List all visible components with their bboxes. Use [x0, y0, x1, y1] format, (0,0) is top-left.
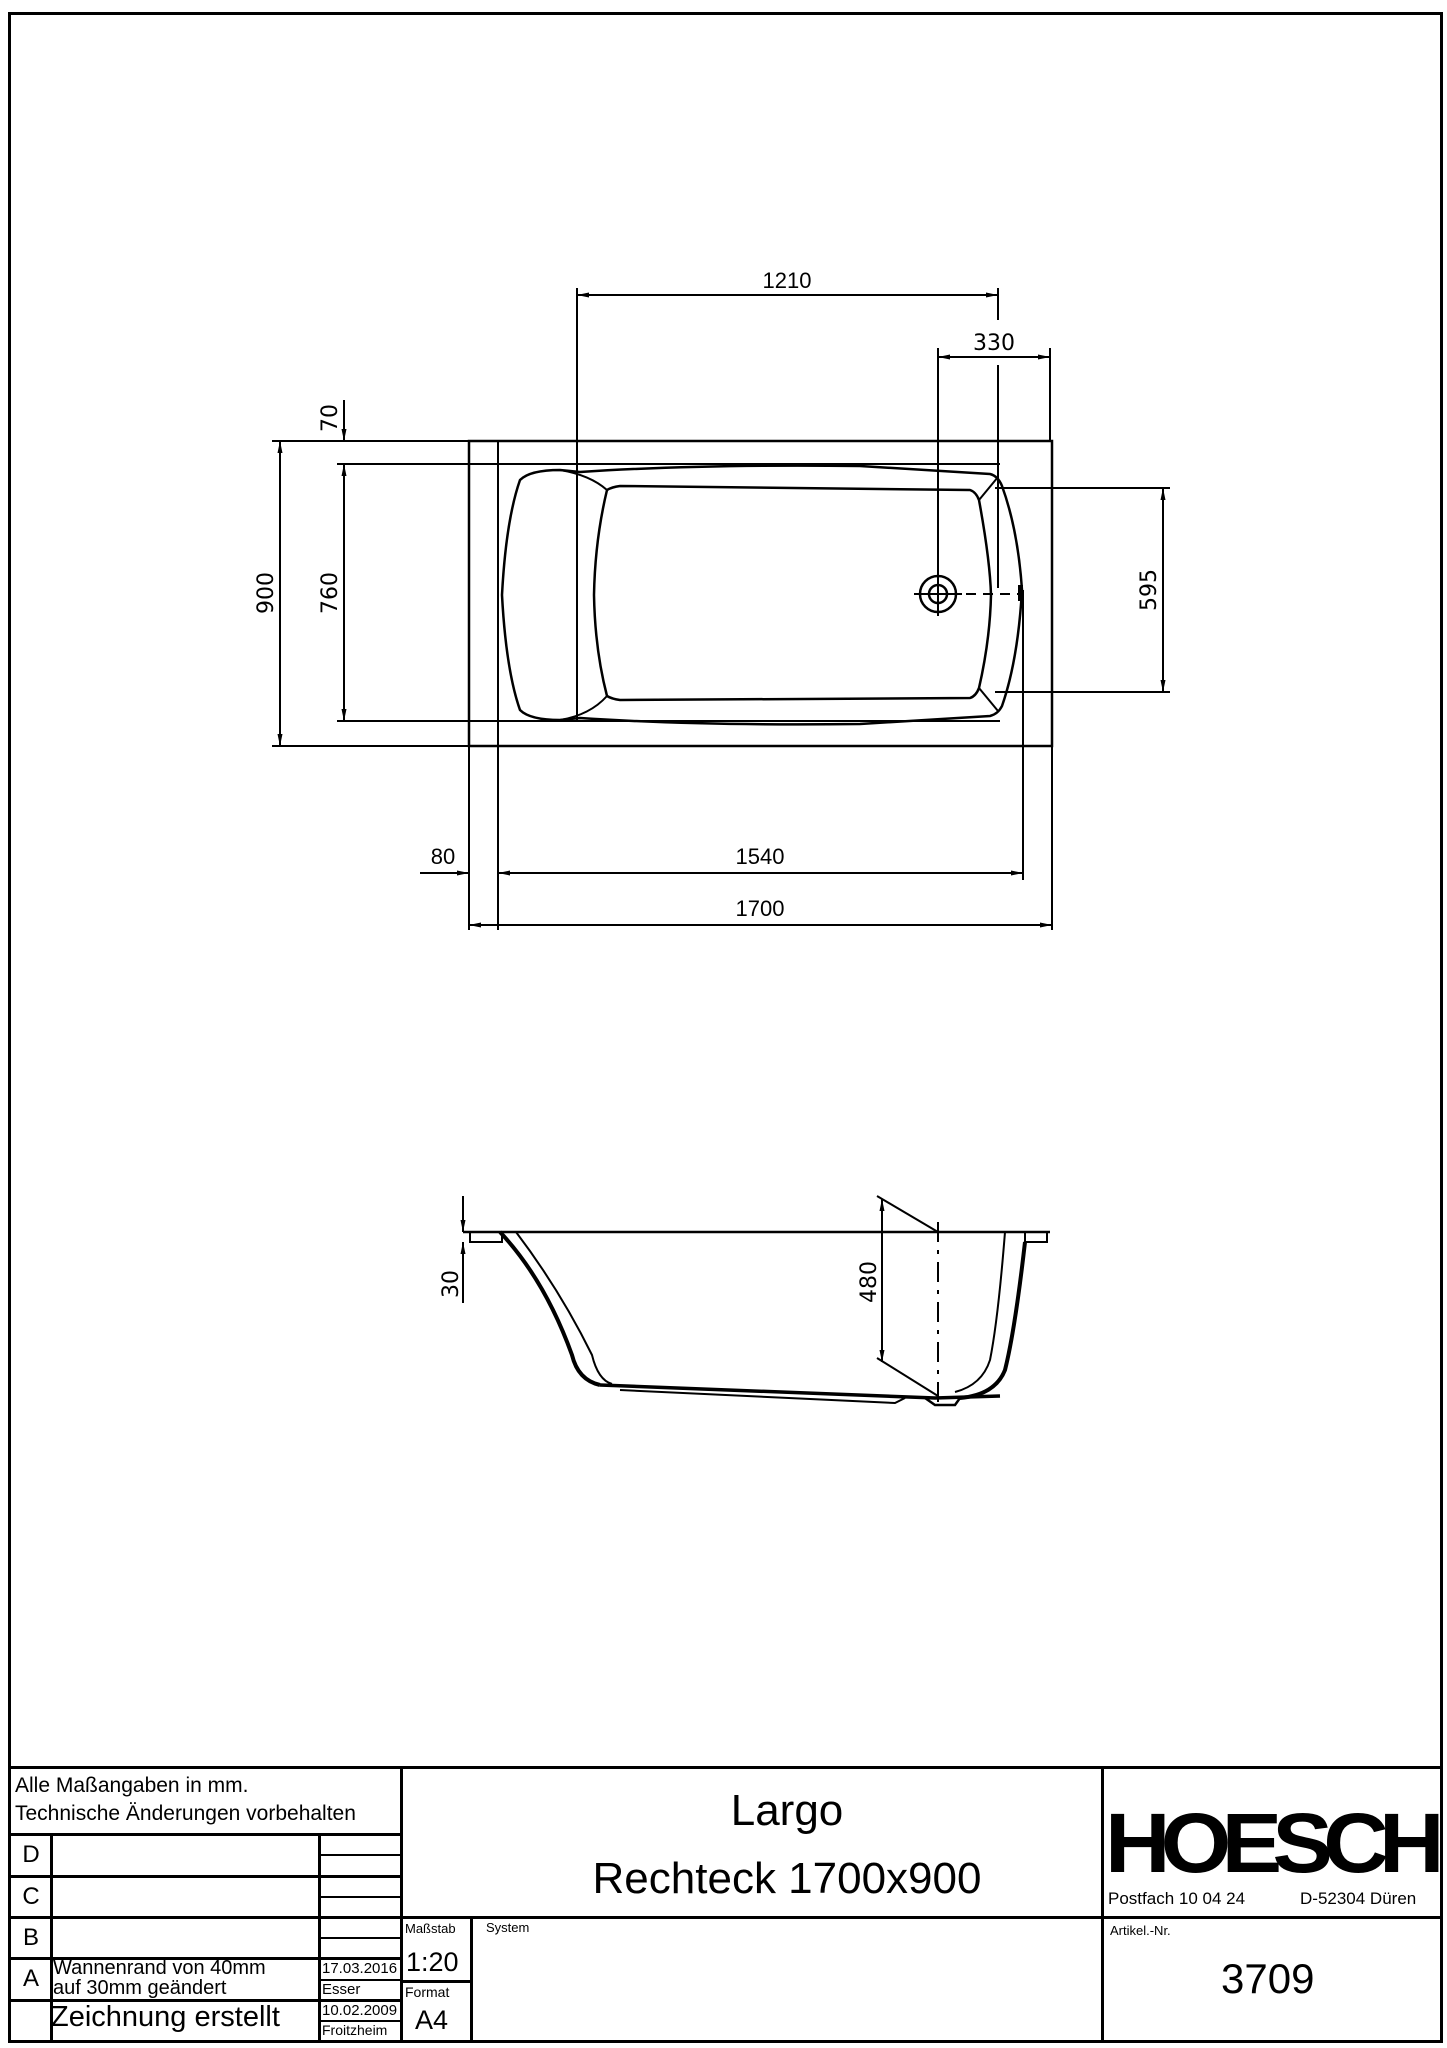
dim-1700: 1700: [736, 896, 785, 921]
dim-80: 80: [431, 844, 455, 869]
product-name: Largo: [730, 1786, 844, 1835]
creation-description: Zeichnung erstellt: [51, 2001, 280, 2033]
revision-letter-b: B: [22, 1924, 39, 1951]
drawing-frame: [8, 12, 1443, 2043]
company-city: D-52304 Düren: [1300, 1889, 1417, 1908]
dim-480: 480: [857, 1261, 882, 1303]
format-label: Format: [405, 1984, 450, 2000]
dim-1540: 1540: [736, 844, 785, 869]
revision-a-description-2: auf 30mm geändert: [53, 1977, 227, 1999]
revision-a-description-1: Wannenrand von 40mm: [53, 1957, 266, 1979]
revision-a-author: Esser: [322, 1981, 361, 1998]
dim-1210: 1210: [763, 268, 812, 293]
system-label: System: [486, 1920, 530, 1935]
dim-30: 30: [439, 1270, 464, 1298]
dim-330: 330: [973, 331, 1015, 356]
technical-drawing: 1210 330 900 760 70 595 80 1540 1700: [254, 268, 1170, 1410]
dim-760: 760: [318, 572, 343, 614]
dim-70: 70: [318, 404, 343, 432]
revision-letter-d: D: [22, 1841, 40, 1868]
plan-view: [272, 288, 1170, 930]
revision-letter-a: A: [22, 1965, 39, 1992]
dim-900: 900: [254, 572, 279, 614]
dim-595: 595: [1137, 569, 1162, 611]
creation-author: Froitzheim: [322, 2022, 388, 2038]
format-value: A4: [415, 2005, 449, 2035]
company-logo: HOESCH: [1105, 1796, 1445, 1890]
revision-letter-c: C: [22, 1883, 40, 1910]
product-subtitle: Rechteck 1700x900: [592, 1854, 982, 1903]
note-units: Alle Maßangaben in mm.: [15, 1774, 249, 1797]
revision-a-date: 17.03.2016: [322, 1960, 398, 1977]
scale-value: 1:20: [406, 1947, 459, 1977]
side-view: [460, 1195, 1050, 1410]
article-number: 3709: [1221, 1955, 1315, 2002]
note-changes: Technische Änderungen vorbehalten: [15, 1802, 356, 1825]
company-postfach: Postfach 10 04 24: [1108, 1889, 1246, 1908]
scale-label: Maßstab: [405, 1921, 456, 1936]
creation-date: 10.02.2009: [322, 2002, 398, 2019]
article-label: Artikel.-Nr.: [1110, 1923, 1171, 1938]
